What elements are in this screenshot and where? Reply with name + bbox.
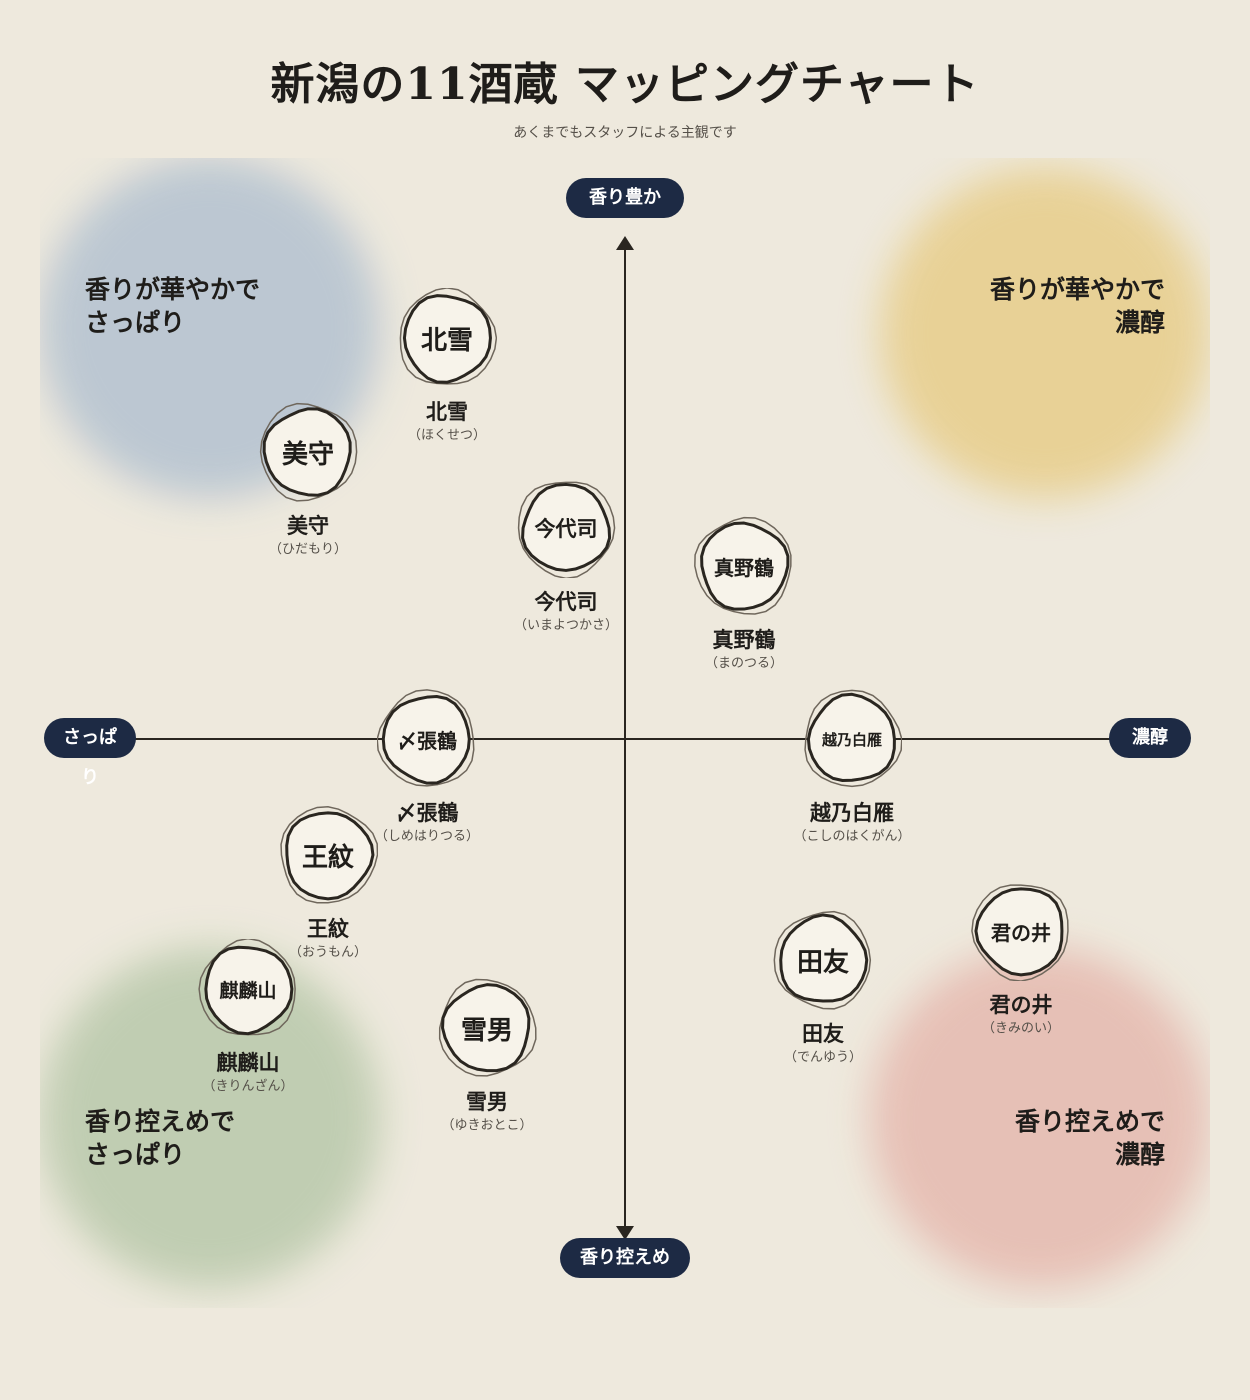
badge-inner-ring: [381, 694, 471, 785]
brewery-badge-text: 北雪: [420, 325, 473, 356]
axis-label-bottom: 香り控えめ: [560, 1238, 690, 1278]
quadrant-label-line: 香り控えめで: [1014, 1107, 1165, 1136]
badge-circle: [198, 939, 296, 1036]
axis-label-top: 香り豊か: [566, 178, 684, 218]
badge-inner-ring: [779, 913, 869, 1003]
page-subtitle: あくまでもスタッフによる主観です: [513, 125, 737, 141]
brewery-reading: （まのつる）: [704, 656, 783, 671]
badge-outer-ring: [773, 910, 872, 1010]
badge-circle: [438, 978, 537, 1077]
badge-outer-ring: [517, 481, 616, 578]
badge-outer-ring: [971, 884, 1069, 981]
brewery-badge: 美守: [258, 402, 358, 502]
badge-inner-ring: [521, 482, 612, 572]
brewery-badge: 雪男: [437, 978, 537, 1078]
quadrant-label-bottom-left: 香り控えめで さっぱり: [85, 1105, 235, 1171]
brewery-badge-text: 麒麟山: [219, 979, 277, 1002]
quadrant-label-line: 濃醇: [1114, 1140, 1165, 1169]
badge-circle: [773, 910, 872, 1010]
quadrant-label-line: 濃醇: [1114, 308, 1165, 337]
badge-outer-ring: [198, 939, 296, 1036]
brewery-badge: 田友: [773, 910, 873, 1010]
badge-outer-ring: [377, 689, 475, 787]
badge-inner-ring: [285, 811, 375, 901]
quadrant-label-line: さっぱり: [85, 308, 186, 337]
brewery-reading: （きみのい）: [981, 1021, 1060, 1036]
axis-label-left: さっぱり: [44, 718, 136, 788]
badge-circle: [259, 402, 358, 502]
brewery-name: 王紋: [307, 916, 349, 941]
brewery-badge: 今代司: [516, 478, 616, 578]
brewery-badge: 君の井: [971, 881, 1071, 981]
badge-circle: [280, 805, 378, 904]
badge-inner-ring: [262, 407, 352, 497]
badge-outer-ring: [399, 288, 497, 385]
badge-inner-ring: [974, 887, 1064, 977]
badge-inner-ring: [700, 521, 790, 611]
brewery-badge: 真野鶴: [694, 516, 794, 616]
badge-circle: [804, 689, 902, 788]
brewery-badge-text: 田友: [796, 947, 849, 978]
brewery-reading: （きりんざん）: [202, 1079, 294, 1094]
quadrant-blob-top-right: [880, 168, 1210, 498]
brewery-badge: 〆張鶴: [377, 689, 477, 789]
brewery-badge-text: 雪男: [460, 1015, 513, 1046]
brewery-badge: 王紋: [278, 805, 378, 905]
brewery-badge-text: 王紋: [301, 842, 354, 873]
brewery-reading: （ひだもり）: [268, 542, 347, 557]
brewery-reading: （ほくせつ）: [407, 428, 486, 443]
badge-inner-ring: [204, 945, 294, 1036]
brewery-reading: （しめはりつる）: [374, 829, 480, 844]
badge-inner-ring: [441, 983, 531, 1073]
badge-outer-ring: [280, 805, 378, 904]
quadrant-label-line: さっぱり: [85, 1140, 186, 1169]
brewery-name: 君の井: [989, 992, 1053, 1017]
brewery-name: 〆張鶴: [395, 800, 459, 825]
brewery-badge-text: 真野鶴: [714, 555, 774, 580]
badge-inner-ring: [806, 692, 896, 783]
brewery-badge: 越乃白雁: [802, 689, 902, 789]
brewery-reading: （おうもん）: [288, 945, 367, 960]
brewery-badge-text: 〆張鶴: [397, 728, 457, 753]
badge-outer-ring: [804, 689, 902, 788]
badge-inner-ring: [402, 294, 492, 384]
badge-circle: [971, 884, 1069, 981]
arrow-up-icon: [616, 236, 634, 250]
brewery-name: 麒麟山: [216, 1050, 280, 1075]
quadrant-label-top-right: 香りが華やかで 濃醇: [990, 273, 1165, 339]
axis-label-right: 濃醇: [1109, 718, 1191, 758]
brewery-badge-text: 美守: [281, 439, 334, 470]
page-title: 新潟の11酒蔵 マッピングチャート: [270, 59, 980, 110]
brewery-name: 美守: [287, 513, 329, 538]
arrow-down-icon: [616, 1226, 634, 1240]
quadrant-blob-bottom-right: [870, 948, 1210, 1288]
brewery-reading: （でんゆう）: [783, 1050, 862, 1065]
badge-circle: [517, 481, 616, 578]
brewery-reading: （こしのはくがん）: [793, 829, 911, 844]
brewery-badge: 北雪: [397, 288, 497, 388]
badge-circle: [399, 288, 497, 385]
brewery-reading: （いまよつかさ）: [513, 618, 618, 633]
badge-circle: [694, 516, 792, 615]
quadrant-label-line: 香りが華やかで: [85, 275, 261, 304]
brewery-name: 今代司: [534, 589, 598, 614]
brewery-name: 真野鶴: [712, 627, 776, 652]
quadrant-label-line: 香り控えめで: [85, 1107, 236, 1136]
brewery-reading: （ゆきおとこ）: [441, 1118, 533, 1133]
chart-area: [40, 158, 1210, 1308]
brewery-badge-text: 越乃白雁: [821, 730, 882, 749]
brewery-badge-text: 君の井: [991, 920, 1051, 945]
brewery-name: 北雪: [426, 399, 468, 424]
brewery-name: 田友: [802, 1021, 844, 1046]
quadrant-label-top-left: 香りが華やかで さっぱり: [85, 273, 260, 339]
brewery-name: 越乃白雁: [810, 800, 894, 825]
brewery-badge-text: 今代司: [534, 516, 598, 541]
badge-outer-ring: [694, 516, 792, 615]
quadrant-label-line: 香りが華やかで: [989, 275, 1165, 304]
brewery-name: 雪男: [466, 1089, 508, 1114]
brewery-badge: 麒麟山: [198, 939, 298, 1039]
quadrant-label-bottom-right: 香り控えめで 濃醇: [1015, 1105, 1165, 1171]
badge-circle: [377, 689, 475, 787]
